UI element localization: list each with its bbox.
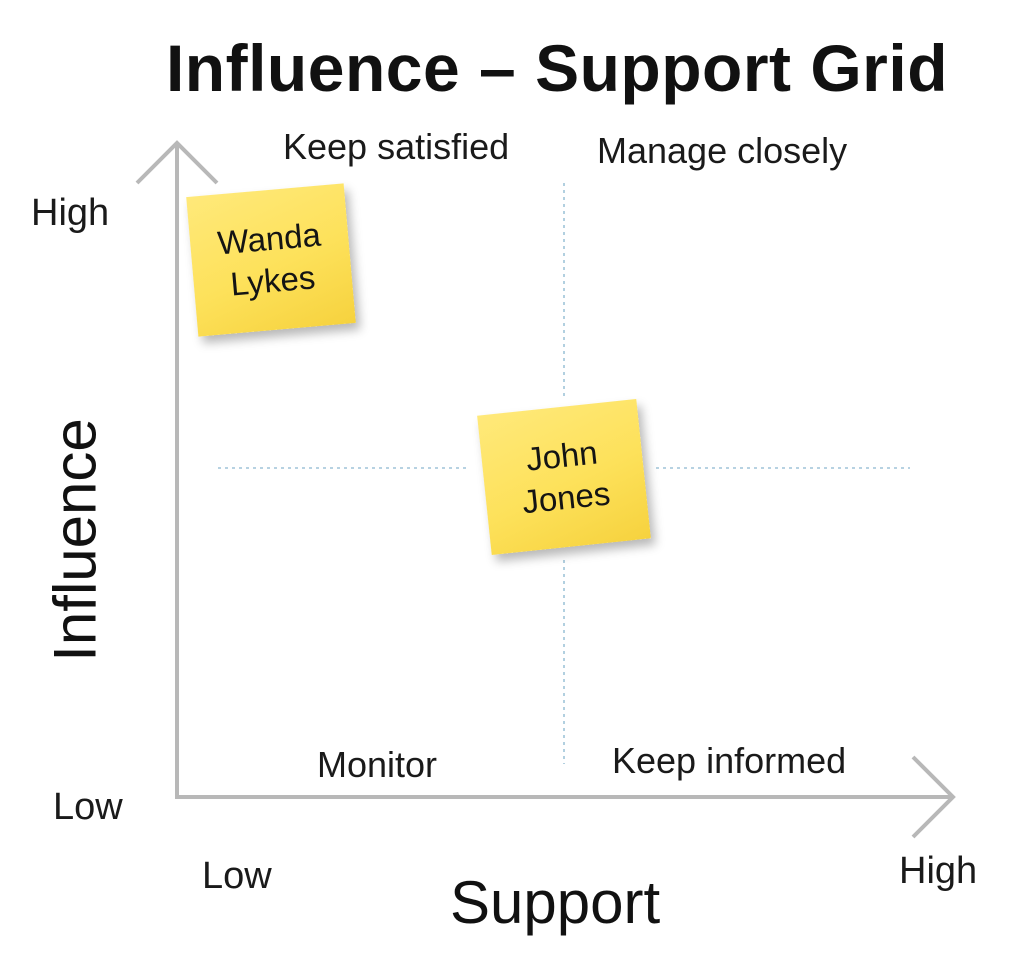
x-axis-arrowhead [911,755,956,839]
sticky-note-john-jones[interactable]: John Jones [477,399,651,555]
y-axis-arrowhead [135,140,219,185]
quadrant-label-manage-closely: Manage closely [597,130,848,171]
x-axis-title: Support [450,869,661,936]
diagram-title: Influence – Support Grid [165,31,949,105]
quadrant-label-keep-satisfied: Keep satisfied [283,126,510,167]
y-axis-title: Influence [41,418,109,662]
y-axis-low-label: Low [53,786,123,828]
y-axis-high-label: High [31,192,110,234]
x-axis-high-label: High [899,850,978,892]
quadrant-label-keep-informed: Keep informed [612,740,847,781]
quadrant-label-monitor: Monitor [317,744,438,785]
sticky-note-label: Wanda Lykes [216,215,323,303]
sticky-note-label: John Jones [520,433,612,521]
sticky-note-wanda-lykes[interactable]: Wanda Lykes [186,183,356,337]
x-axis-low-label: Low [202,855,272,897]
